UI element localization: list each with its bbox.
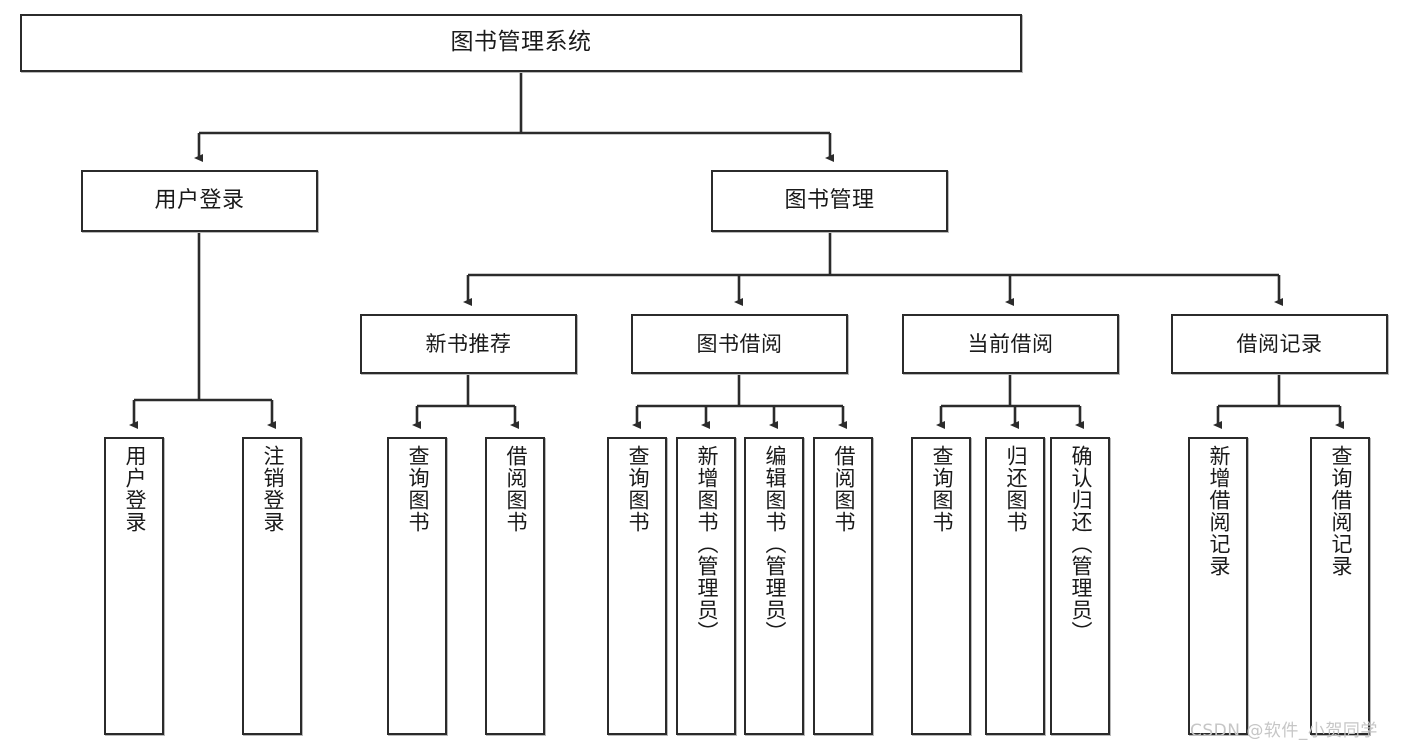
node-leaf-logout[interactable]: 注销登录 <box>242 437 302 735</box>
node-leaf-query-book-1-label: 查询图书 <box>405 445 430 533</box>
node-current-borrow-label: 当前借阅 <box>967 331 1054 356</box>
node-book-borrow[interactable]: 图书借阅 <box>631 314 848 374</box>
node-borrow-record[interactable]: 借阅记录 <box>1171 314 1388 374</box>
node-leaf-user-login[interactable]: 用户登录 <box>104 437 164 735</box>
node-root[interactable]: 图书管理系统 <box>20 14 1022 72</box>
node-leaf-add-book[interactable]: 新增图书（管理员） <box>676 437 736 735</box>
node-user-login[interactable]: 用户登录 <box>81 170 318 232</box>
node-leaf-borrow-book-1-label: 借阅图书 <box>503 445 528 533</box>
node-leaf-query-book-2-label: 查询图书 <box>625 445 650 533</box>
node-leaf-logout-label: 注销登录 <box>260 445 285 533</box>
node-leaf-borrow-book-1[interactable]: 借阅图书 <box>485 437 545 735</box>
node-leaf-query-record[interactable]: 查询借阅记录 <box>1310 437 1370 735</box>
node-leaf-return-book[interactable]: 归还图书 <box>985 437 1045 735</box>
node-borrow-record-label: 借阅记录 <box>1236 331 1323 356</box>
node-leaf-query-book-2[interactable]: 查询图书 <box>607 437 667 735</box>
node-leaf-query-book-3-label: 查询图书 <box>929 445 954 533</box>
node-book-manage[interactable]: 图书管理 <box>711 170 948 232</box>
node-leaf-borrow-book-2[interactable]: 借阅图书 <box>813 437 873 735</box>
node-user-login-label: 用户登录 <box>154 188 245 214</box>
node-leaf-user-login-label: 用户登录 <box>122 445 147 533</box>
node-leaf-add-record[interactable]: 新增借阅记录 <box>1188 437 1248 735</box>
node-book-borrow-label: 图书借阅 <box>696 331 783 356</box>
node-leaf-confirm-return[interactable]: 确认归还（管理员） <box>1050 437 1110 735</box>
node-leaf-add-book-label: 新增图书（管理员） <box>694 445 719 643</box>
csdn-watermark: CSDN @软件_小贺同学 <box>1190 721 1378 741</box>
node-leaf-borrow-book-2-label: 借阅图书 <box>831 445 856 533</box>
node-leaf-edit-book[interactable]: 编辑图书（管理员） <box>744 437 804 735</box>
node-leaf-query-book-1[interactable]: 查询图书 <box>387 437 447 735</box>
node-leaf-edit-book-label: 编辑图书（管理员） <box>762 445 787 643</box>
node-leaf-query-book-3[interactable]: 查询图书 <box>911 437 971 735</box>
node-new-book-recommend[interactable]: 新书推荐 <box>360 314 577 374</box>
node-leaf-query-record-label: 查询借阅记录 <box>1328 445 1353 577</box>
node-new-book-recommend-label: 新书推荐 <box>425 331 512 356</box>
node-leaf-return-book-label: 归还图书 <box>1003 445 1028 533</box>
node-root-label: 图书管理系统 <box>450 29 592 56</box>
node-book-manage-label: 图书管理 <box>784 188 875 214</box>
node-leaf-confirm-return-label: 确认归还（管理员） <box>1068 445 1093 643</box>
node-leaf-add-record-label: 新增借阅记录 <box>1206 445 1231 577</box>
node-current-borrow[interactable]: 当前借阅 <box>902 314 1119 374</box>
